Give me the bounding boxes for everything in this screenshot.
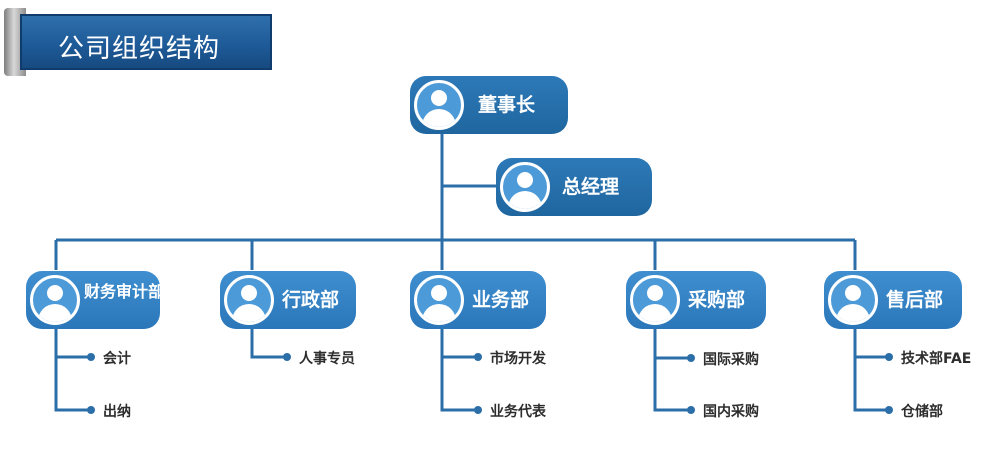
node-dept-business: 业务部 [410,271,546,329]
person-icon [30,275,80,325]
dept-label: 采购部 [688,289,746,311]
person-icon [414,275,464,325]
sub-item: 市场开发 [490,351,546,367]
dept-label: 业务部 [472,289,530,311]
title-banner: 公司组织结构 [4,8,272,76]
dept-label: 行政部 [282,289,340,311]
title-bar: 公司组织结构 [20,14,272,70]
sub-item: 出纳 [103,404,131,420]
node-general-manager: 总经理 [496,158,652,216]
node-dept-admin: 行政部 [220,271,356,329]
node-dept-aftersales: 售后部 [824,271,962,329]
sub-item: 业务代表 [490,404,546,420]
sub-item: 人事专员 [299,351,355,367]
node-dept-purchasing: 采购部 [626,271,766,329]
person-icon [414,80,464,130]
sub-item: 仓储部 [901,404,943,420]
person-icon [500,162,550,212]
node-chairman: 董事长 [410,76,568,134]
person-icon [828,275,878,325]
gm-label: 总经理 [562,176,620,198]
sub-item: 会计 [103,351,131,367]
person-icon [224,275,274,325]
chairman-label: 董事长 [478,94,536,116]
node-dept-finance: 财务审计部 [26,271,165,329]
dept-label: 售后部 [886,289,944,311]
sub-item: 技术部FAE [901,351,972,367]
person-icon [630,275,680,325]
sub-item: 国内采购 [703,404,759,420]
page-title: 公司组织结构 [58,34,221,64]
dept-label: 财务审计部 [84,282,165,301]
sub-item: 国际采购 [703,352,759,368]
